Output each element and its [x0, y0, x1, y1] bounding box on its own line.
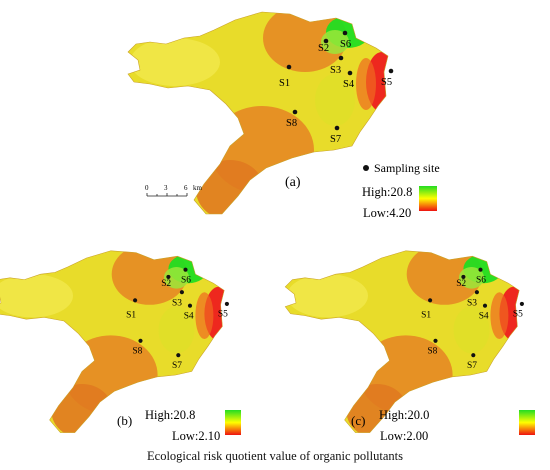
legend-high-c: High:20.0 — [379, 408, 429, 422]
site-label-s5-b: S5 — [218, 310, 228, 320]
site-label-s1-b: S1 — [126, 310, 136, 320]
site-label-s4-c: S4 — [479, 311, 489, 321]
site-marker-s7-c — [471, 353, 476, 358]
site-label-s2-c: S2 — [456, 279, 466, 289]
site-marker-s4-a — [347, 70, 353, 76]
site-label-s5-a: S5 — [381, 77, 392, 88]
legend-ramp-a — [419, 186, 437, 211]
legend-low-c: Low:2.00 — [380, 429, 428, 443]
scale-tick-6: 6 — [184, 184, 188, 192]
site-marker-s3-a — [338, 55, 344, 61]
site-label-s5-c: S5 — [513, 310, 523, 320]
site-label-s6-c: S6 — [476, 275, 486, 285]
sampling-site-legend: Sampling site — [363, 161, 440, 175]
site-label-s7-a: S7 — [330, 134, 341, 145]
sampling-site-legend-dot — [363, 165, 369, 171]
site-marker-s6-c — [478, 267, 483, 272]
scale-bar: 0 3 6 km — [145, 184, 203, 197]
site-label-s7-b: S7 — [172, 361, 182, 371]
site-marker-s8-b — [138, 338, 143, 343]
site-label-s8-c: S8 — [427, 346, 437, 356]
site-marker-s7-b — [176, 353, 181, 358]
figure-caption: Ecological risk quotient value of organi… — [147, 449, 403, 463]
site-label-s3-c: S3 — [467, 299, 477, 309]
color-legend-a: High:20.8 Low:4.20 — [362, 185, 437, 220]
panel-label-a: (a) — [285, 175, 301, 190]
site-marker-s5-c — [519, 301, 524, 306]
legend-high-a: High:20.8 — [362, 185, 412, 199]
site-label-s3-a: S3 — [330, 65, 341, 76]
site-marker-s2-c — [461, 274, 466, 279]
site-marker-s7-a — [334, 125, 340, 131]
site-label-s4-a: S4 — [343, 79, 355, 90]
site-label-s3-b: S3 — [172, 299, 182, 309]
legend-ramp-b — [225, 410, 241, 435]
site-label-s8-a: S8 — [286, 118, 297, 129]
panel-label-c: (c) — [351, 413, 365, 428]
site-marker-s3-c — [474, 290, 479, 295]
site-marker-s5-b — [224, 301, 229, 306]
site-marker-s8-c — [433, 338, 438, 343]
sampling-site-label: Sampling site — [374, 161, 440, 175]
site-marker-s1-b — [133, 298, 138, 303]
site-label-s2-b: S2 — [161, 279, 171, 289]
scale-tick-3: 3 — [164, 184, 168, 192]
site-marker-s2-b — [166, 274, 171, 279]
site-marker-s6-b — [183, 267, 188, 272]
scale-unit: km — [193, 184, 203, 192]
site-marker-s2-a — [323, 38, 329, 44]
scale-tick-0: 0 — [145, 184, 149, 192]
site-label-s6-a: S6 — [340, 39, 351, 50]
site-label-s4-b: S4 — [184, 311, 194, 321]
color-legend-c: High:20.0 Low:2.00 — [379, 408, 535, 443]
site-marker-s4-c — [482, 303, 488, 308]
site-marker-s5-a — [388, 68, 394, 74]
site-marker-s8-a — [292, 109, 298, 115]
panel-label-b: (b) — [117, 413, 132, 428]
site-marker-s1-a — [286, 64, 292, 70]
site-marker-s3-b — [179, 290, 184, 295]
map-shape-b — [0, 244, 233, 438]
legend-low-a: Low:4.20 — [363, 206, 411, 220]
site-label-s2-a: S2 — [318, 43, 329, 54]
site-marker-s4-b — [187, 303, 193, 308]
color-legend-b: High:20.8 Low:2.10 — [145, 408, 241, 443]
site-label-s1-c: S1 — [421, 310, 431, 320]
site-marker-s1-c — [428, 298, 433, 303]
site-label-s8-b: S8 — [132, 346, 142, 356]
map-shape-a — [128, 4, 398, 220]
site-marker-s6-a — [342, 30, 348, 36]
legend-high-b: High:20.8 — [145, 408, 195, 422]
site-label-s6-b: S6 — [181, 275, 191, 285]
site-label-s1-a: S1 — [279, 78, 290, 89]
legend-low-b: Low:2.10 — [172, 429, 220, 443]
site-label-s7-c: S7 — [467, 361, 477, 371]
legend-ramp-c — [519, 410, 535, 435]
